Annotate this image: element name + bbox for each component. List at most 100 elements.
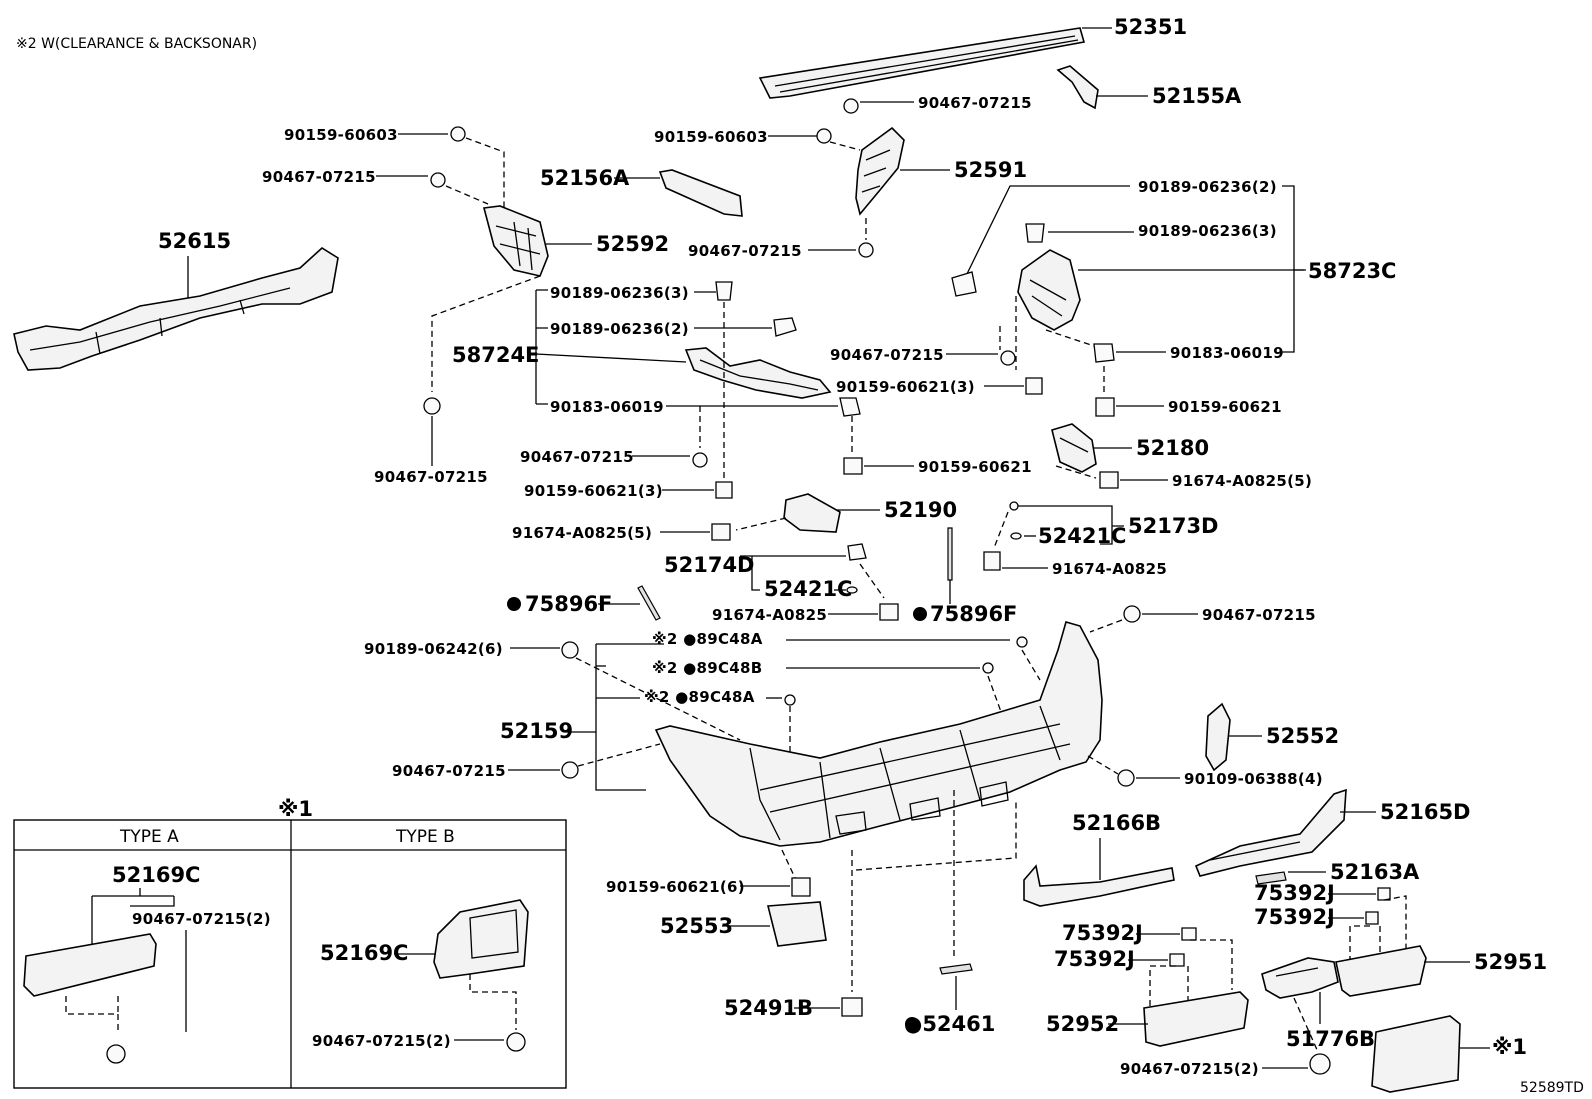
label-90189-06236-2-r[interactable]: 90189-06236(2) [1138, 178, 1277, 196]
label-52180[interactable]: 52180 [1136, 436, 1209, 460]
label-89C48B[interactable]: ※2 ●89C48B [652, 659, 763, 677]
clip-90467-left-bumper[interactable] [561, 761, 579, 779]
label-90467-left-bumper[interactable]: 90467-07215 [392, 762, 506, 780]
sensor-89C48A-1[interactable] [1016, 636, 1028, 648]
part-52190[interactable] [783, 493, 841, 533]
bolt-91674-a0825-r[interactable] [983, 551, 1001, 571]
label-90159-60621-r[interactable]: 90159-60621 [1168, 398, 1282, 416]
label-52421C-c[interactable]: 52421C [764, 577, 852, 601]
clip-90183-06019-c[interactable] [839, 397, 861, 417]
clip-90467-r1[interactable] [1000, 350, 1016, 366]
part-52461[interactable] [939, 963, 973, 975]
inset-b-clip[interactable] [506, 1032, 526, 1052]
label-52165D[interactable]: 52165D [1380, 800, 1471, 824]
clip-90467-bumper[interactable] [1123, 605, 1141, 623]
washer-52421C-c[interactable] [846, 586, 858, 594]
label-52163A[interactable]: 52163A [1330, 860, 1420, 884]
washer-52421C-r[interactable] [1010, 532, 1022, 540]
bolt-52491B[interactable] [841, 997, 863, 1017]
label-52552[interactable]: 52552 [1266, 724, 1339, 748]
part-52553[interactable] [766, 901, 827, 947]
part-52166B[interactable] [1023, 864, 1175, 907]
inset-b-part-label[interactable]: 52169C [320, 941, 408, 965]
part-52169C-marker[interactable] [1371, 1015, 1461, 1093]
label-90189-06236-3-r[interactable]: 90189-06236(3) [1138, 222, 1277, 240]
label-90159-60603-r[interactable]: 90159-60603 [654, 128, 768, 146]
part-52615[interactable] [13, 247, 339, 371]
label-90189-06236-2-c[interactable]: 90189-06236(2) [550, 320, 689, 338]
part-52951[interactable] [1335, 945, 1427, 997]
inset-a-part[interactable] [23, 933, 157, 997]
clip-90467-c2[interactable] [692, 452, 708, 468]
label-90159-60603-l[interactable]: 90159-60603 [284, 126, 398, 144]
label-90159-60621-6[interactable]: 90159-60621(6) [606, 878, 745, 896]
bolt-91674-a0825-c[interactable] [879, 603, 899, 621]
label-52461[interactable]: ●52461 [904, 1012, 995, 1036]
label-90467-left-low[interactable]: 90467-07215 [374, 468, 488, 486]
label-90159-60621-c[interactable]: 90159-60621 [918, 458, 1032, 476]
label-75392J-a[interactable]: 75392J [1254, 881, 1335, 905]
label-51776B[interactable]: 51776B [1286, 1027, 1375, 1051]
label-91674-a0825-5-r[interactable]: 91674-A0825(5) [1172, 472, 1312, 490]
label-90159-60621-3-r[interactable]: 90159-60621(3) [836, 378, 975, 396]
label-90189-06236-3-c[interactable]: 90189-06236(3) [550, 284, 689, 302]
bolt-90159-60621-r[interactable] [1095, 397, 1115, 417]
part-52591[interactable] [855, 126, 905, 216]
seal-75896F-l[interactable] [637, 585, 661, 621]
label-91674-a0825-5-c[interactable]: 91674-A0825(5) [512, 524, 652, 542]
label-89C48A-2[interactable]: ※2 ●89C48A [644, 688, 755, 706]
inset-a-fastener-label[interactable]: 90467-07215(2) [132, 910, 271, 928]
label-75392J-b[interactable]: 75392J [1254, 905, 1335, 929]
clip-75392J-a[interactable] [1377, 887, 1391, 901]
clip-90467-bottom[interactable] [1309, 1053, 1331, 1075]
label-90159-60621-3-c[interactable]: 90159-60621(3) [524, 482, 663, 500]
label-58724E[interactable]: 58724E [452, 343, 539, 367]
label-89C48A-1[interactable]: ※2 ●89C48A [652, 630, 763, 648]
bolt-90159-60621-3-c[interactable] [715, 481, 733, 499]
label-75392J-c[interactable]: 75392J [1062, 921, 1143, 945]
clip-75392J-b[interactable] [1365, 911, 1379, 925]
label-90467-r1[interactable]: 90467-07215 [830, 346, 944, 364]
label-90183-06019-c[interactable]: 90183-06019 [550, 398, 664, 416]
clip-90467-l1[interactable] [430, 172, 446, 188]
part-52952[interactable] [1143, 991, 1249, 1047]
part-52155A[interactable] [1056, 65, 1099, 110]
part-52552[interactable] [1205, 702, 1231, 772]
inset-a-part-label[interactable]: 52169C [112, 863, 200, 887]
clip-90189-06236-3-c[interactable] [715, 281, 733, 301]
inset-b-part[interactable] [433, 899, 529, 979]
inset-b-fastener-label[interactable]: 90467-07215(2) [312, 1032, 451, 1050]
label-52190[interactable]: 52190 [884, 498, 957, 522]
label-90467-bottom[interactable]: 90467-07215(2) [1120, 1060, 1259, 1078]
step-pad-52351[interactable] [758, 27, 1086, 99]
clip-90189-06236-3-r[interactable] [1025, 223, 1045, 243]
clip-90189-06236-2-c[interactable] [773, 317, 797, 337]
label-marker-1[interactable]: ※1 [1492, 1035, 1527, 1059]
bolt-90159-60621-c[interactable] [843, 457, 863, 475]
label-90467-l1[interactable]: 90467-07215 [262, 168, 376, 186]
label-90189-06242[interactable]: 90189-06242(6) [364, 640, 503, 658]
label-75896F-r[interactable]: 75896F [930, 602, 1017, 626]
clip-90467-left-low[interactable] [423, 397, 441, 415]
part-52180[interactable] [1051, 423, 1097, 473]
label-52155A[interactable]: 52155A [1152, 84, 1242, 108]
clip-75392J-c[interactable] [1181, 927, 1197, 941]
clip-90189-06242[interactable] [561, 641, 579, 659]
label-90467-top[interactable]: 90467-07215 [918, 94, 1032, 112]
label-52173D[interactable]: 52173D [1128, 514, 1219, 538]
seal-75896F-r[interactable] [947, 527, 953, 581]
bolt-91674-a0825-5-c[interactable] [711, 523, 731, 541]
bumper-cover-52159[interactable] [654, 621, 1103, 847]
label-52351[interactable]: 52351 [1114, 15, 1187, 39]
label-52421C-r[interactable]: 52421C [1038, 524, 1126, 548]
clip-90159-60603-r[interactable] [816, 128, 832, 144]
part-51776B[interactable] [1261, 957, 1339, 999]
clip-90159-60603-l[interactable] [450, 126, 466, 142]
label-52615[interactable]: 52615 [158, 229, 231, 253]
clip-90189-06236-2-r[interactable] [951, 271, 977, 297]
label-52159[interactable]: 52159 [500, 719, 573, 743]
label-52952[interactable]: 52952 [1046, 1012, 1119, 1036]
sensor-89C48A-2[interactable] [784, 694, 796, 706]
label-58723C[interactable]: 58723C [1308, 259, 1396, 283]
stay-52174D[interactable] [847, 543, 867, 561]
